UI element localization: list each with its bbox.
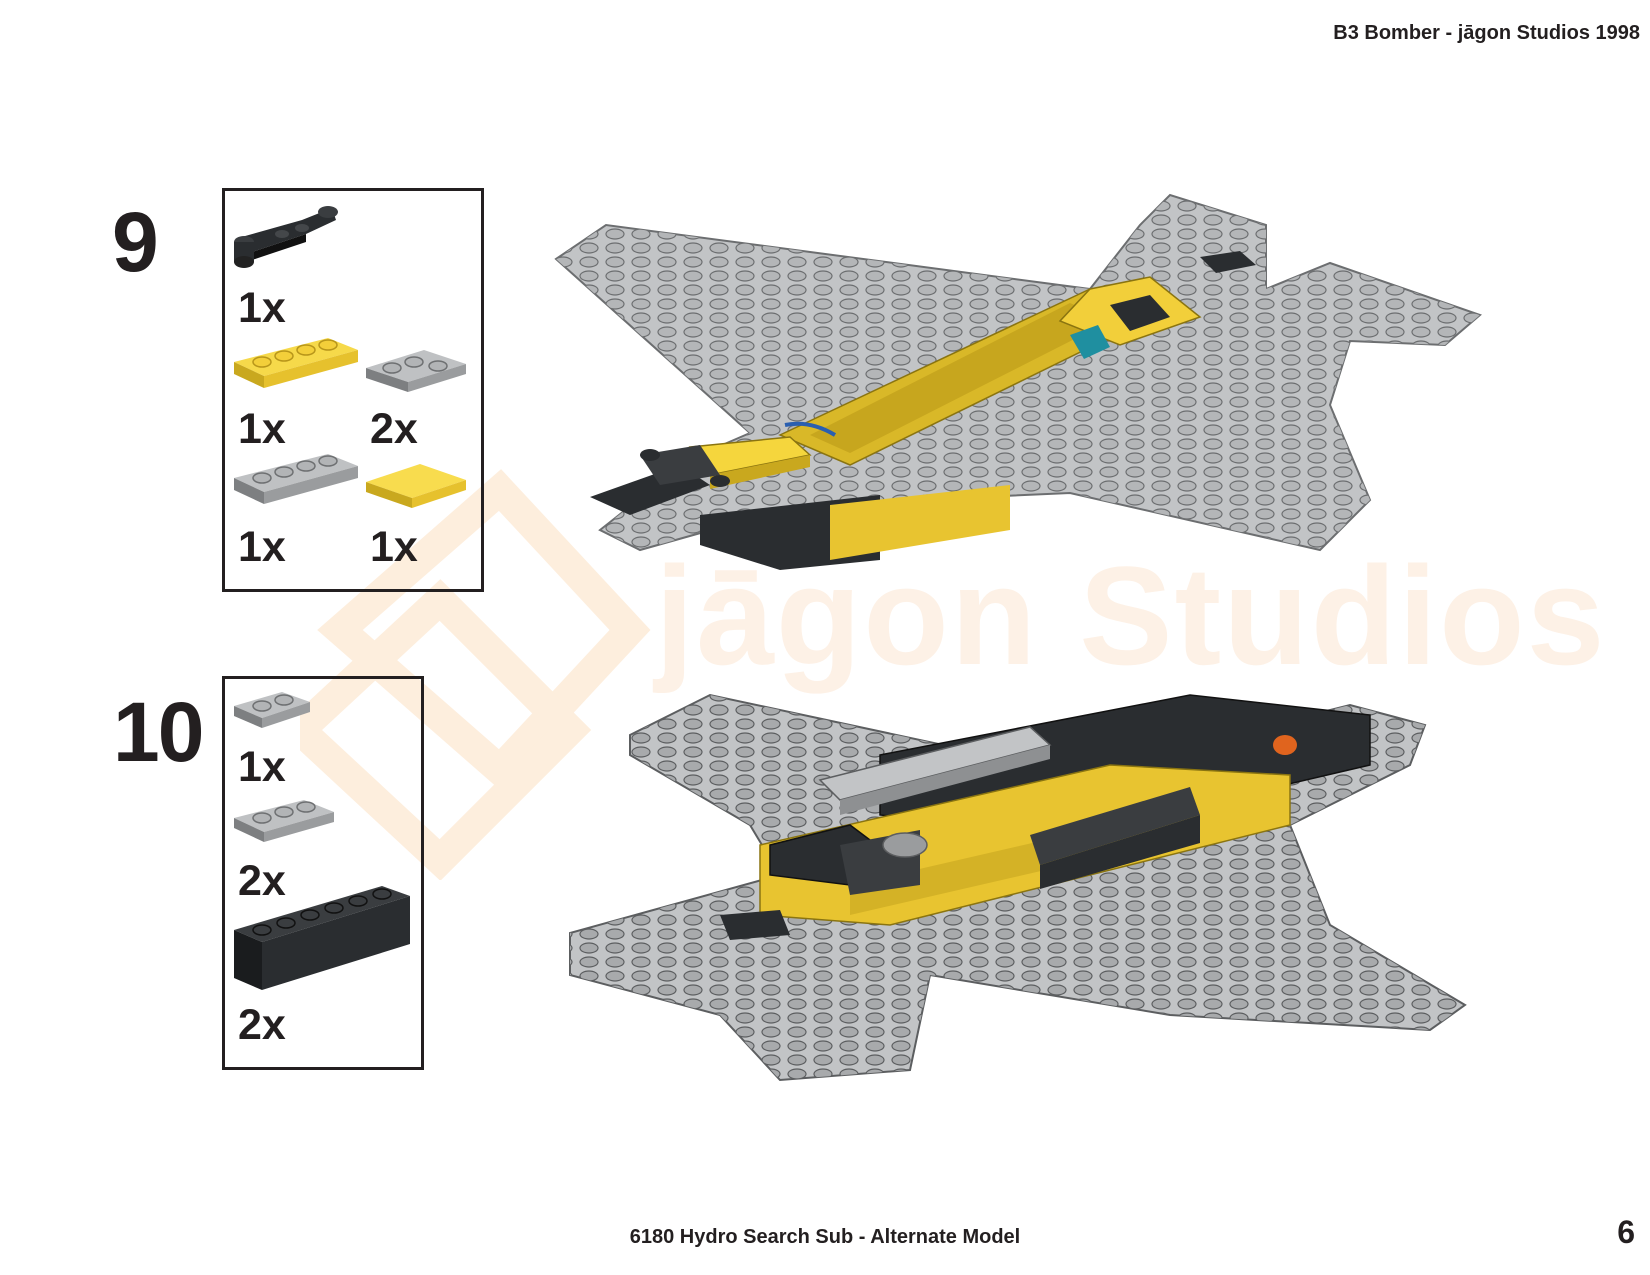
header-title: B3 Bomber - jāgon Studios 1998: [1333, 22, 1640, 44]
part-quantity: 2x: [370, 405, 418, 453]
step-9-model-illustration: [554, 193, 1482, 570]
parts-list-box: [222, 676, 424, 1070]
part-quantity: 1x: [238, 523, 286, 571]
gray-plate-1x4-icon: [234, 454, 358, 504]
footer-caption: 6180 Hydro Search Sub - Alternate Model: [629, 1226, 1021, 1248]
part-quantity: 2x: [238, 1001, 286, 1049]
part-quantity: 1x: [370, 523, 418, 571]
gray-corner-plate-icon: [366, 350, 466, 392]
part-quantity: 1x: [238, 743, 286, 791]
step-number: 9: [112, 195, 159, 289]
part-quantity: 2x: [238, 857, 286, 905]
step-number: 10: [113, 685, 204, 779]
page-number: 6: [1617, 1214, 1635, 1250]
watermark-logo-icon: [300, 469, 651, 880]
parts-list-box: [222, 188, 484, 592]
gray-plate-1x3-icon: [234, 800, 334, 842]
yellow-plate-1x4-icon: [234, 338, 358, 388]
black-hinge-plate-icon: [234, 206, 338, 268]
yellow-tile-2x2-icon: [366, 464, 466, 508]
gray-plate-1x2-icon: [234, 692, 310, 728]
black-brick-1x6-icon: [234, 886, 410, 990]
step-10-model-illustration: [569, 693, 1467, 1082]
part-quantity: 1x: [238, 405, 286, 453]
part-quantity: 1x: [238, 284, 286, 332]
